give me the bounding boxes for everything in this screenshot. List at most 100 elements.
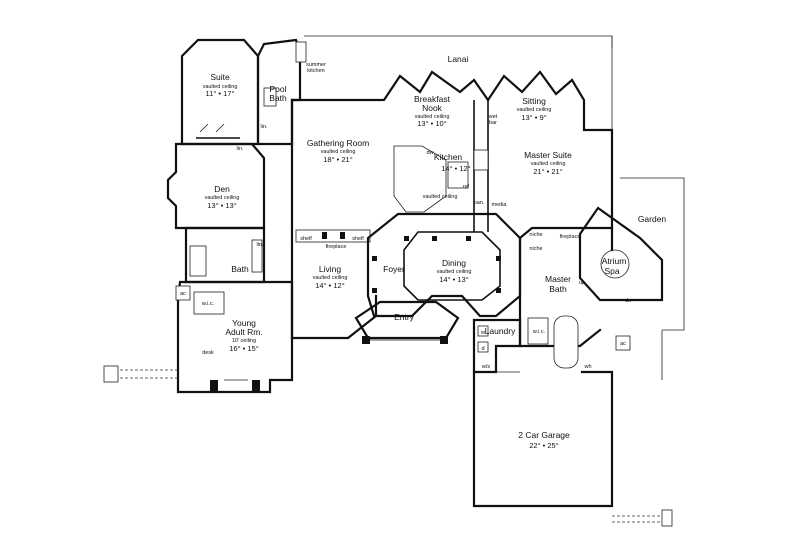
dw-label: dw [426,150,433,156]
niche-label-1: niche [529,232,542,238]
living-ceiling: vaulted ceiling [313,275,348,281]
nook-name-1: Breakfast [414,94,451,104]
gathering-dims: 18° • 21° [323,155,352,164]
dn-label: dn [625,298,631,304]
pan-label: pan. [474,200,485,206]
wet-bar-counter [473,149,489,171]
media-label: media [492,202,508,208]
suite-ceiling: vaulted ceiling [203,84,238,90]
lanai-label: Lanai [448,54,469,64]
nook-ceiling: vaulted ceiling [415,114,450,120]
master-suite-south [518,226,614,252]
pool-bath-fixture [263,87,277,107]
w-label: w [480,330,485,336]
den-walls [166,142,266,230]
nook-bay [290,70,490,102]
bath-name: Bath [231,264,249,274]
fireplace-living-label: fireplace [326,244,347,250]
wh-label: wh [583,364,591,370]
young-adult-name-2: Adult Rm. [225,327,262,337]
suite-wing-walls [180,38,307,146]
master-suite-ceiling: vaulted ceiling [531,161,566,167]
post-1 [210,380,218,392]
d-label: d [481,346,484,352]
wic-young [193,291,225,315]
young-adult-name-1: Young [232,318,256,328]
dining-ceiling: vaulted ceiling [437,269,472,275]
dryer [477,341,489,353]
kitchen-name: Kitchen [434,152,463,162]
summer-kitchen-2: kitchen [307,68,324,74]
ws-label: w/s [481,364,491,370]
living-dims: 14° • 12° [315,281,344,290]
lanai [304,35,613,130]
young-adult-ceiling: 10' ceiling [232,338,256,344]
master-wing-walls [486,70,685,380]
lin-suite-label: lin. [236,146,244,152]
lin-bath-label: lin. [256,242,264,248]
nook-dims: 13° • 10° [417,119,446,128]
suite-dims: 11° • 17° [206,89,235,98]
master-suite-name: Master Suite [524,150,572,160]
garden-name: Garden [638,214,667,224]
fixture-labels: lin. lin. lin. wet bar dw ref pan. media… [180,114,631,370]
garage-name: 2 Car Garage [518,430,570,440]
gathering-ceiling: vaulted ceiling [321,149,356,155]
dining-dims: 14° • 13° [439,275,468,284]
pool-bath-name-2: Bath [269,93,287,103]
kitchen-ceiling: vaulted ceiling [423,194,458,200]
central-walls [290,70,490,340]
master-bath-walls [518,236,602,348]
wic-master-label: w.i.c. [532,329,546,335]
niche-label-2: niche [529,246,542,252]
wet-bar-label-2: bar [489,120,497,126]
kitchen-cooktop [447,161,469,189]
master-bath-name-1: Master [545,274,571,284]
den-ceiling: vaulted ceiling [205,195,240,201]
sitting-name: Sitting [522,96,546,106]
wet-bar-label-1: wet [488,114,498,120]
atrium-name-2: Spa [604,266,619,276]
post-2 [252,380,260,392]
desk-label: desk [202,350,214,356]
den-dims: 13° • 13° [207,201,236,210]
spa-tub [600,249,630,279]
lin-pool-label: lin. [260,124,268,130]
garage-walls [472,318,673,527]
summer-kitchen-counter [295,41,307,63]
pool-bath-name-1: Pool [269,84,286,94]
living-name: Living [319,264,341,274]
atrium-spa [578,206,664,302]
summer-kitchen-1: summer [306,62,326,68]
walk-end-left [103,365,119,383]
sitting-dims: 13° • 9° [521,113,546,122]
master-wic [527,317,549,345]
gathering-name: Gathering Room [307,138,369,148]
fireplace-master-label: fireplace [560,234,581,240]
den-name: Den [214,184,230,194]
young-adult-dims: 16° • 15° [229,344,258,353]
bath-vanity [251,239,263,273]
room-labels: Lanai Suite vaulted ceiling 11° • 17° Po… [203,54,667,450]
atrium-name-1: Atrium [602,256,627,266]
lanai-outline [304,35,613,48]
shelf-label-2: shelf [352,236,364,242]
entry-walls [354,300,460,344]
garage-dims: 22° • 25° [529,441,558,450]
master-suite-dims: 21° • 21° [533,167,562,176]
dining-name: Dining [442,258,466,268]
entry-name: Entry [394,312,415,322]
suite-name: Suite [210,72,230,82]
ref-label: ref [463,184,470,190]
master-tub [553,315,579,369]
ac-unit-left [175,285,191,301]
wic-young-label: w.i.c. [201,301,215,307]
dining-octagon [403,231,501,301]
garden-outline [620,177,685,331]
bath-tub [189,245,207,277]
shelf-label-1: shelf [300,236,312,242]
kitchen-dims: 14° • 12° [441,164,470,173]
up-label: up [579,280,585,286]
walk-end-right [661,509,673,527]
sitting-bay [486,70,614,230]
